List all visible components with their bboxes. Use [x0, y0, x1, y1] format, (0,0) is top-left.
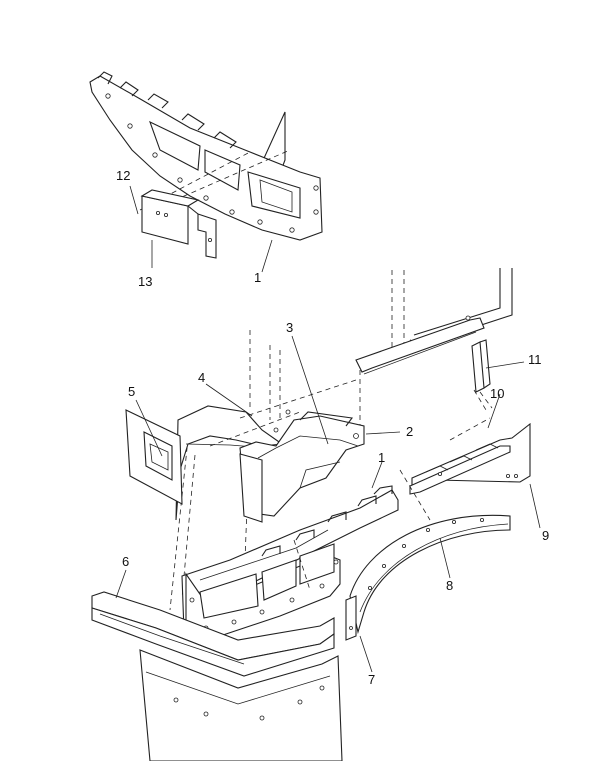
leader-lines: [115, 185, 541, 673]
callout-8: 8: [446, 578, 453, 593]
callout-4: 4: [198, 370, 205, 385]
air-duct-assembly: [239, 409, 365, 523]
callouts: 1 12 13 3 4 5 2 1 11 10 9 8 6 7: [116, 168, 549, 687]
lower-step-bracket: [181, 485, 399, 641]
callout-10: 10: [490, 386, 504, 401]
part-5-plate: [125, 409, 183, 505]
callout-1-upper: 1: [254, 270, 261, 285]
callout-9: 9: [542, 528, 549, 543]
callout-1-lower: 1: [378, 450, 385, 465]
part-9-side-panel: [409, 422, 531, 495]
callout-13: 13: [138, 274, 152, 289]
part-11-bracket: [471, 339, 491, 393]
part-7-strip: [345, 595, 357, 641]
callout-7: 7: [368, 672, 375, 687]
callout-6: 6: [122, 554, 129, 569]
callout-2: 2: [406, 424, 413, 439]
callout-12: 12: [116, 168, 130, 183]
cab-door-outline: [355, 268, 513, 375]
callout-11: 11: [528, 352, 542, 367]
part-8-fender-arc: [349, 514, 511, 635]
upper-step-bracket: [89, 71, 323, 241]
part-6-panel: [91, 591, 343, 761]
callout-3: 3: [286, 320, 293, 335]
small-mounting-bracket: [140, 189, 217, 259]
callout-5: 5: [128, 384, 135, 399]
